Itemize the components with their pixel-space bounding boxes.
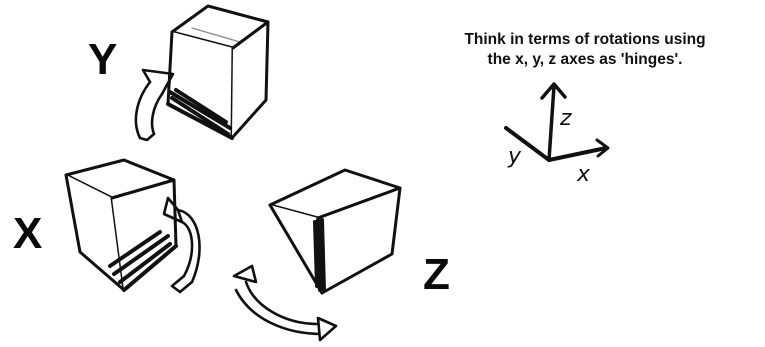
caption-line-1: Think in terms of rotations using <box>464 31 706 48</box>
cube-z <box>268 168 402 295</box>
axis-label-z: z <box>560 106 572 131</box>
rotation-arrow-z <box>232 264 338 342</box>
rotation-label-z: Z <box>423 250 450 299</box>
x-axis-arrowhead <box>595 138 610 158</box>
x-axis-line <box>547 146 608 162</box>
hinge-edge-y <box>166 88 234 140</box>
cube-x <box>64 158 178 292</box>
caption-line-2: the x, y, z axes as 'hinges'. <box>487 51 683 68</box>
cube-y <box>166 4 270 140</box>
z-axis-line <box>547 84 556 162</box>
axis-label-x: x <box>577 162 591 187</box>
hinge-edge-x <box>108 230 178 292</box>
rotation-arrow-x <box>162 196 201 294</box>
rotation-label-y: Y <box>88 35 118 84</box>
axes-sketch <box>504 82 610 162</box>
rotation-arrow-y <box>134 68 175 142</box>
axis-label-y: y <box>508 144 522 169</box>
hinge-edge-z <box>313 218 326 292</box>
y-axis-line <box>504 126 551 162</box>
rotation-label-x: X <box>13 209 43 258</box>
z-axis-arrowhead <box>540 82 567 100</box>
